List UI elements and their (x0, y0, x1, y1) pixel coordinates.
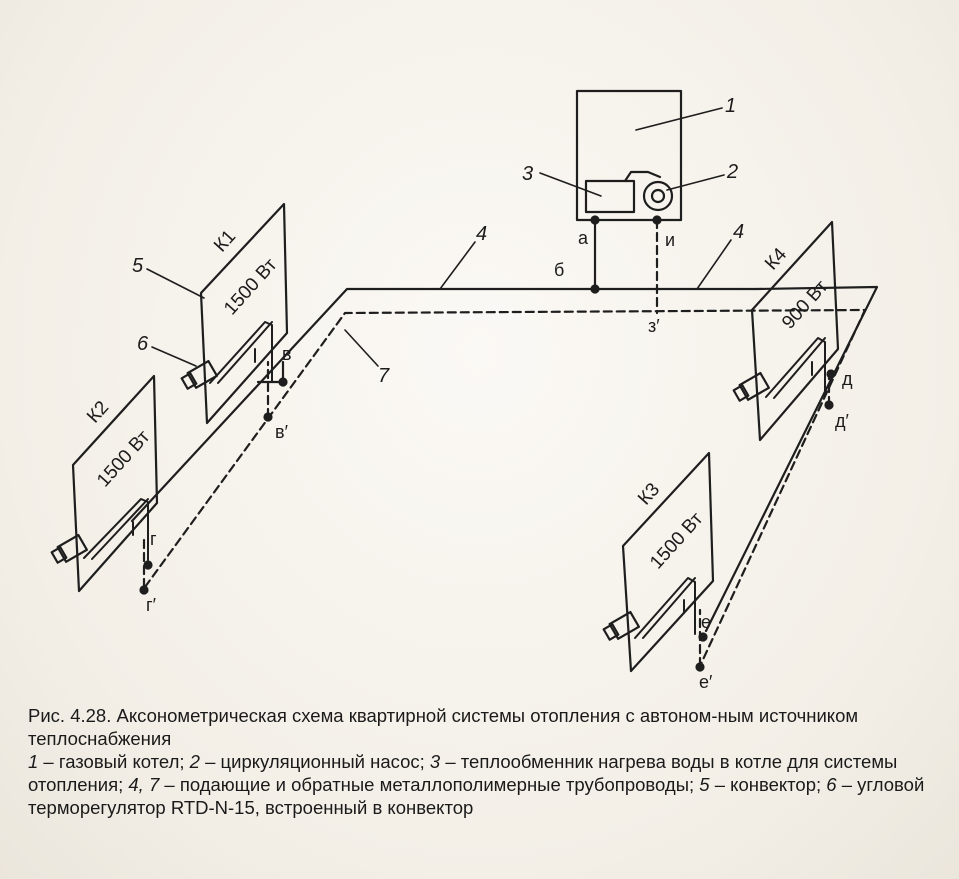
legend-text-2: – циркуляционный насос; (199, 751, 430, 772)
convector-k2-power: 1500 Вт (93, 426, 155, 491)
legend-num-4-7: 4, 7 (128, 774, 160, 795)
label-7: 7 (378, 365, 390, 387)
thermoregulator-k1 (180, 359, 218, 390)
diagram-labels: 1 2 3 4 4 5 6 7 а б и з′ в в′ г г′ д д′ … (83, 95, 853, 692)
leader-7 (344, 329, 379, 367)
label-2: 2 (726, 161, 738, 183)
convector-k2-name: К2 (83, 397, 113, 427)
leader-5 (146, 268, 205, 299)
point-v: в (282, 344, 292, 364)
convector-k4-power: 900 Вт (778, 276, 832, 333)
legend-text-3: – теплообменник нагрева воды в котле для… (28, 751, 898, 795)
point-e: е (701, 612, 711, 632)
convector-k4 (732, 220, 840, 442)
thermoregulator-k4 (732, 371, 770, 402)
label-1: 1 (725, 95, 736, 117)
point-i: и (665, 230, 675, 250)
point-v-prime: в′ (275, 422, 289, 442)
caption-title: Рис. 4.28. Аксонометрическая схема кварт… (28, 705, 859, 749)
leader-6 (151, 346, 197, 367)
legend-num-1: 1 (28, 751, 39, 772)
thermoregulator-k2 (50, 533, 88, 564)
legend-text-5: – конвектор; (709, 774, 827, 795)
point-g: г (150, 529, 157, 549)
legend-num-2: 2 (189, 751, 200, 772)
convector-k3 (602, 451, 715, 673)
caption-legend: 1 – газовый котел; 2 – циркуляционный на… (28, 750, 928, 819)
point-d: д (842, 369, 853, 389)
legend-num-6: 6 (826, 774, 837, 795)
circulation-pump (642, 180, 674, 212)
gas-boiler (539, 89, 725, 225)
legend-num-3: 3 (429, 751, 441, 772)
point-b: б (554, 260, 564, 280)
legend-text-4-7: – подающие и обратные металлополимерные … (159, 774, 700, 795)
point-d-prime: д′ (835, 411, 850, 431)
point-z-prime: з′ (648, 316, 660, 336)
convector-k4-name: К4 (761, 244, 791, 274)
label-4-left: 4 (476, 223, 487, 245)
legend-text-1: – газовый котел; (38, 751, 190, 772)
label-4-right: 4 (733, 221, 744, 243)
convector-k3-power: 1500 Вт (646, 508, 708, 573)
convector-k1-name: К1 (210, 226, 240, 256)
figure-caption: Рис. 4.28. Аксонометрическая схема кварт… (28, 704, 928, 819)
point-a: а (578, 228, 589, 248)
point-e-prime: е′ (699, 672, 713, 692)
label-3: 3 (522, 163, 533, 185)
heating-scheme-diagram: 1 2 3 4 4 5 6 7 а б и з′ в в′ г г′ д д′ … (50, 89, 879, 692)
convector-k2 (50, 374, 159, 595)
label-6: 6 (137, 333, 149, 355)
point-g-prime: г′ (146, 595, 157, 615)
thermoregulator-k3 (602, 610, 640, 641)
return-pipe (142, 218, 867, 668)
legend-num-5: 5 (699, 774, 710, 795)
label-5: 5 (132, 255, 144, 277)
legend-text-6: – угловой терморегулятор RTD-N-15, встро… (28, 774, 925, 818)
heat-exchanger (584, 179, 636, 214)
convector-k1 (146, 202, 289, 425)
